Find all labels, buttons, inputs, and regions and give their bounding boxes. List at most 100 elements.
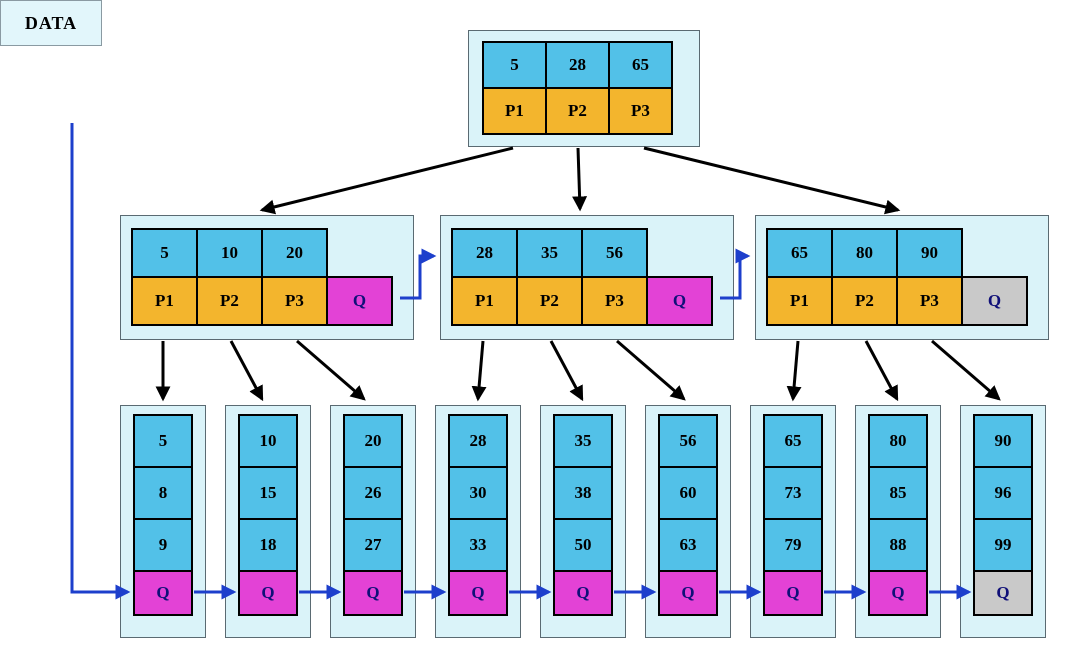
leaf-value-cell: 79 xyxy=(763,518,823,572)
empty-slot xyxy=(961,228,1028,278)
arrow-node2-p1-to-leaf4 xyxy=(471,340,487,402)
pointer-cell: P3 xyxy=(896,276,963,326)
leaf-value-cell: 99 xyxy=(973,518,1033,572)
root-pointer-cell: P3 xyxy=(608,87,673,135)
leaf-q-cell: Q xyxy=(238,570,298,616)
leaf-block-8: 80 85 88 Q xyxy=(855,405,941,638)
leaf-value-cell: 38 xyxy=(553,466,613,520)
key-cell: 65 xyxy=(766,228,833,278)
root-node: 5 28 65 P1 P2 P3 xyxy=(468,30,700,147)
root-key-cell: 28 xyxy=(545,41,610,89)
leaf-value-cell: 96 xyxy=(973,466,1033,520)
arrow-root-p3-to-node3 xyxy=(643,146,901,215)
key-cell: 20 xyxy=(261,228,328,278)
q-pointer-cell: Q xyxy=(326,276,393,326)
leaf-q-cell: Q xyxy=(553,570,613,616)
leaf-value-cell: 80 xyxy=(868,414,928,468)
leaf-value-cell: 30 xyxy=(448,466,508,520)
leaf-block-1: 5 8 9 Q xyxy=(120,405,206,638)
arrow-node2-p3-to-leaf6 xyxy=(616,339,686,401)
arrow-root-p1-to-node1 xyxy=(259,146,514,215)
leaf-value-cell: 10 xyxy=(238,414,298,468)
arrow-node3-p1-to-leaf7 xyxy=(786,340,802,402)
arrow-node2-p2-to-leaf5 xyxy=(549,340,584,402)
leaf-block-2: 10 15 18 Q xyxy=(225,405,311,638)
leaf-value-cell: 20 xyxy=(343,414,403,468)
data-label-box: DATA xyxy=(0,0,102,46)
arrow-node1-p3-to-leaf3 xyxy=(296,339,366,401)
leaf-block-4: 28 30 33 Q xyxy=(435,405,521,638)
arrow-node3-p2-to-leaf8 xyxy=(864,340,899,402)
pointer-cell: P3 xyxy=(581,276,648,326)
leaf-value-cell: 73 xyxy=(763,466,823,520)
pointer-row: P1 P2 P3 Q xyxy=(131,276,393,326)
leaf-value-cell: 33 xyxy=(448,518,508,572)
leaf-value-cell: 27 xyxy=(343,518,403,572)
leaf-value-cell: 85 xyxy=(868,466,928,520)
leaf-value-cell: 56 xyxy=(658,414,718,468)
leaf-value-cell: 35 xyxy=(553,414,613,468)
key-cell: 35 xyxy=(516,228,583,278)
data-label: DATA xyxy=(24,12,78,33)
leaf-value-cell: 26 xyxy=(343,466,403,520)
pointer-cell: P2 xyxy=(831,276,898,326)
leaf-value-cell: 15 xyxy=(238,466,298,520)
leaf-block-6: 56 60 63 Q xyxy=(645,405,731,638)
pointer-cell: P1 xyxy=(131,276,198,326)
leaf-block-7: 65 73 79 Q xyxy=(750,405,836,638)
key-row: 65 80 90 xyxy=(766,228,1028,278)
pointer-cell: P1 xyxy=(766,276,833,326)
pointer-cell: P3 xyxy=(261,276,328,326)
key-row: 5 10 20 xyxy=(131,228,393,278)
pointer-cell: P2 xyxy=(196,276,263,326)
root-pointer-cell: P1 xyxy=(482,87,547,135)
empty-slot xyxy=(646,228,713,278)
root-key-cell: 65 xyxy=(608,41,673,89)
leaf-value-cell: 60 xyxy=(658,466,718,520)
leaf-block-3: 20 26 27 Q xyxy=(330,405,416,638)
arrow-node1-p2-to-leaf2 xyxy=(229,340,264,402)
arrow-node3-p3-to-leaf9 xyxy=(931,339,1001,401)
leaf-value-cell: 28 xyxy=(448,414,508,468)
root-key-cell: 5 xyxy=(482,41,547,89)
leaf-q-cell: Q xyxy=(973,570,1033,616)
key-cell: 10 xyxy=(196,228,263,278)
q-pointer-cell: Q xyxy=(961,276,1028,326)
key-cell: 80 xyxy=(831,228,898,278)
pointer-row: P1 P2 P3 Q xyxy=(766,276,1028,326)
leaf-value-cell: 63 xyxy=(658,518,718,572)
leaf-q-cell: Q xyxy=(658,570,718,616)
leaf-q-cell: Q xyxy=(343,570,403,616)
root-pointer-cell: P2 xyxy=(545,87,610,135)
leaf-q-cell: Q xyxy=(868,570,928,616)
pointer-row: P1 P2 P3 Q xyxy=(451,276,713,326)
internal-node-2: 28 35 56 P1 P2 P3 Q xyxy=(440,215,734,340)
leaf-value-cell: 90 xyxy=(973,414,1033,468)
leaf-value-cell: 18 xyxy=(238,518,298,572)
key-cell: 90 xyxy=(896,228,963,278)
key-cell: 28 xyxy=(451,228,518,278)
leaf-block-9: 90 96 99 Q xyxy=(960,405,1046,638)
leaf-value-cell: 8 xyxy=(133,466,193,520)
empty-slot xyxy=(326,228,393,278)
leaf-value-cell: 50 xyxy=(553,518,613,572)
leaf-value-cell: 65 xyxy=(763,414,823,468)
leaf-q-cell: Q xyxy=(133,570,193,616)
pointer-cell: P1 xyxy=(451,276,518,326)
leaf-q-cell: Q xyxy=(448,570,508,616)
key-cell: 5 xyxy=(131,228,198,278)
internal-node-1: 5 10 20 P1 P2 P3 Q xyxy=(120,215,414,340)
root-pointer-row: P1 P2 P3 xyxy=(482,87,673,135)
leaf-value-cell: 9 xyxy=(133,518,193,572)
arrow-root-p2-to-node2 xyxy=(572,147,588,212)
leaf-block-5: 35 38 50 Q xyxy=(540,405,626,638)
leaf-value-cell: 88 xyxy=(868,518,928,572)
pointer-cell: P2 xyxy=(516,276,583,326)
key-row: 28 35 56 xyxy=(451,228,713,278)
q-pointer-cell: Q xyxy=(646,276,713,326)
key-cell: 56 xyxy=(581,228,648,278)
leaf-value-cell: 5 xyxy=(133,414,193,468)
internal-node-3: 65 80 90 P1 P2 P3 Q xyxy=(755,215,1049,340)
leaf-q-cell: Q xyxy=(763,570,823,616)
